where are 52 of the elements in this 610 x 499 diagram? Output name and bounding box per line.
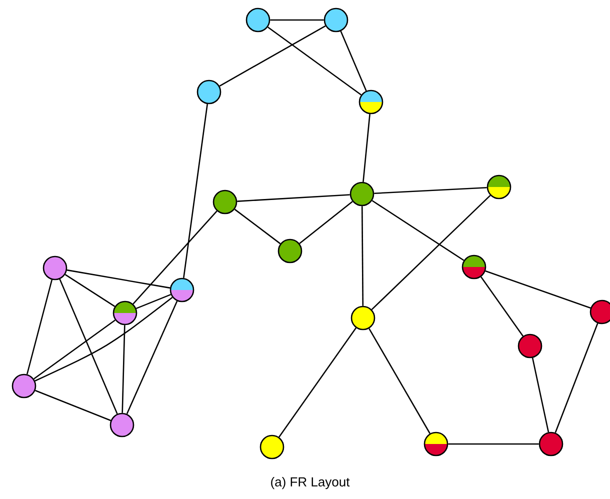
edge-line xyxy=(59,278,118,414)
graph-node xyxy=(110,412,134,438)
edge-line xyxy=(554,323,598,433)
graph-node xyxy=(12,374,36,398)
edge-line xyxy=(340,30,367,92)
edge-line xyxy=(361,206,364,306)
edge-line xyxy=(33,320,116,380)
graph-node xyxy=(42,256,68,280)
edge-line xyxy=(480,276,524,336)
graph-node xyxy=(424,432,448,456)
edge-line xyxy=(26,280,53,374)
edge-line xyxy=(372,200,464,261)
graph-node xyxy=(170,278,194,302)
edge-line xyxy=(299,201,353,244)
graph-node xyxy=(278,238,302,264)
edge-line xyxy=(371,194,491,310)
caption: (a) FR Layout xyxy=(271,476,350,490)
graph-node xyxy=(324,8,348,32)
edge-line xyxy=(126,300,178,414)
graph-node xyxy=(486,174,512,200)
edge-line xyxy=(267,26,362,96)
graph-node xyxy=(112,300,138,326)
graph-node xyxy=(350,182,374,206)
edge-line xyxy=(532,358,550,432)
edge-line xyxy=(35,390,111,422)
graph-node xyxy=(196,80,222,104)
edge-line xyxy=(64,274,116,307)
edge-line xyxy=(485,270,591,309)
edge-line xyxy=(374,186,487,194)
graph-node xyxy=(358,90,384,114)
edge-line xyxy=(132,210,218,304)
edge-line xyxy=(183,104,208,278)
edge-line xyxy=(278,328,357,438)
edge-line xyxy=(34,296,173,382)
edge-line xyxy=(237,194,350,202)
edge-line xyxy=(368,328,430,434)
edge-line xyxy=(219,25,326,87)
graph-node xyxy=(462,254,486,280)
graph-node xyxy=(590,300,610,324)
graph-node xyxy=(246,8,270,32)
edge-line xyxy=(362,114,370,182)
edge-line xyxy=(122,325,126,413)
edge-line xyxy=(136,294,171,310)
graph-node xyxy=(212,190,238,214)
graph-node xyxy=(518,334,542,358)
graph-node xyxy=(260,434,284,460)
edge-line xyxy=(234,208,281,244)
graph-node xyxy=(538,432,564,456)
edge-line xyxy=(270,19,324,21)
edge-line xyxy=(66,269,170,289)
edge-line xyxy=(448,443,539,445)
graph-node xyxy=(350,306,376,330)
